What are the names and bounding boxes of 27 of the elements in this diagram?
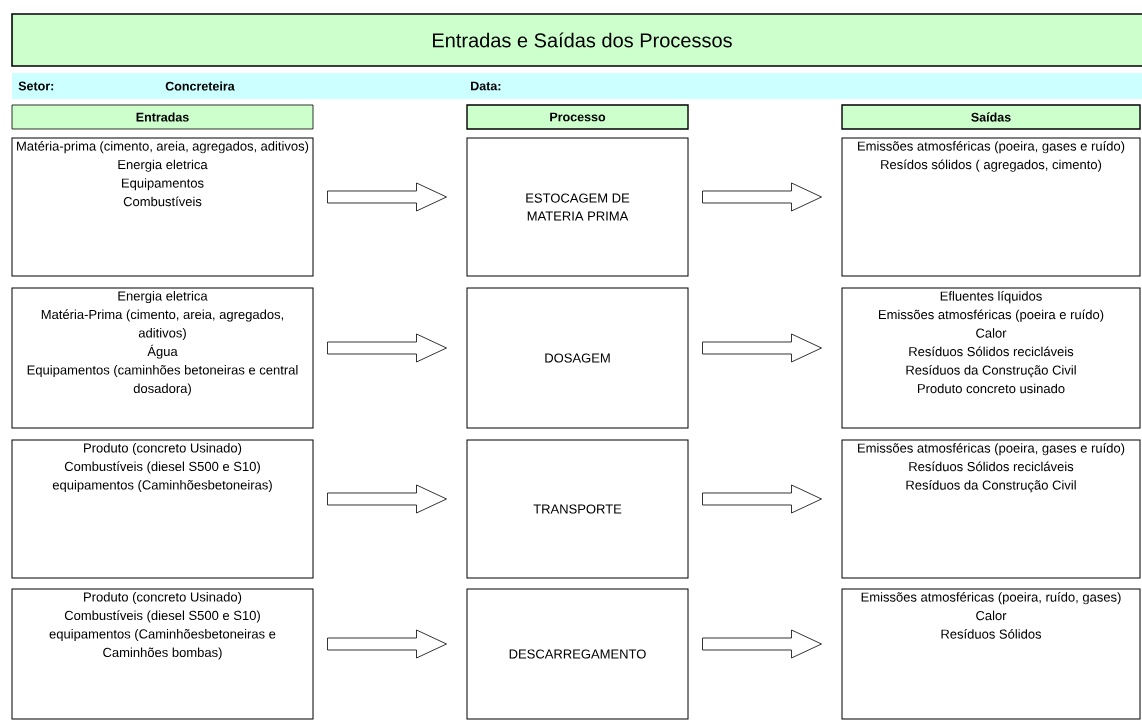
block-arrow — [327, 182, 447, 212]
column-header: Entradas — [11, 104, 314, 130]
input-box: Produto (concreto Usinado) Combustíveis (diesel S500 e S10) equipamentos (Caminhõesbetoneiras e Caminhões bombas) — [11, 588, 314, 720]
process-box: DESCARREGAMENTO — [466, 588, 689, 720]
input-box: Produto (concreto Usinado) Combustíveis (diesel S500 e S10) equipamentos (Caminhõesbetoneiras) — [11, 439, 314, 579]
title-banner: Entradas e Saídas dos Processos — [11, 13, 1142, 67]
output-box: Emissões atmosféricas (poeira, gases e ruído) Resíduos Sólidos recicláveis Resíduos da Construção Civil — [841, 439, 1141, 579]
input-box: Energia eletrica Matéria-Prima (cimento, areia, agregados, aditivos) Água Equipamentos (caminhões betoneiras e central dosadora) — [11, 287, 314, 429]
block-arrow — [327, 629, 447, 659]
block-arrow — [327, 333, 447, 363]
block-arrow — [702, 182, 822, 212]
input-box: Matéria-prima (cimento, areia, agregados, aditivos) Energia eletrica Equipamentos Combustíveis — [11, 137, 314, 277]
block-arrow — [702, 484, 822, 514]
process-box: ESTOCAGEM DE MATERIA PRIMA — [466, 137, 689, 277]
block-arrow — [327, 484, 447, 514]
field-label: Data: — [471, 81, 501, 91]
column-header: Saídas — [841, 104, 1141, 130]
field-label: Setor: — [18, 81, 54, 91]
output-box: Emissões atmosféricas (poeira, ruído, gases) Calor Resíduos Sólidos — [841, 588, 1141, 720]
field-label: Concreteira — [165, 81, 235, 91]
output-box: Emissões atmosféricas (poeira, gases e ruído) Resídos sólidos ( agregados, cimento) — [841, 137, 1141, 277]
process-box: DOSAGEM — [466, 287, 689, 429]
block-arrow — [702, 629, 822, 659]
block-arrow — [702, 333, 822, 363]
column-header: Processo — [466, 104, 689, 130]
output-box: Efluentes líquidos Emissões atmosféricas (poeira e ruído) Calor Resíduos Sólidos recicláveis Resíduos da Construção Civil Produto concreto usinado — [841, 287, 1141, 429]
process-box: TRANSPORTE — [466, 439, 689, 579]
